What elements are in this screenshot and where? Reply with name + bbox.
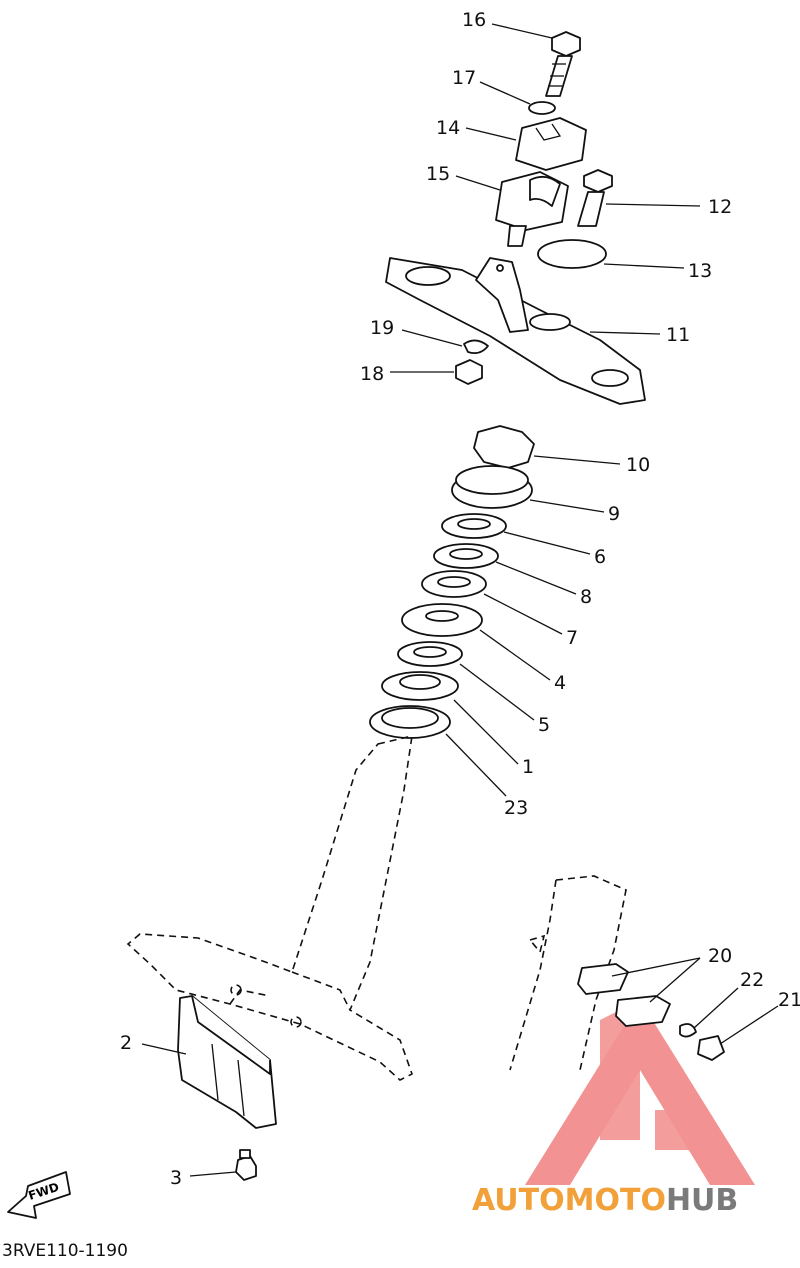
- callout-18: 18: [360, 363, 384, 385]
- callout-9: 9: [608, 503, 620, 525]
- callout-12: 12: [708, 196, 732, 218]
- part-8-ball-bearing: [433, 543, 499, 569]
- callout-7: 7: [566, 627, 578, 649]
- callout-21: 21: [778, 989, 800, 1011]
- part-10-ring-nut: [473, 425, 535, 469]
- part-22-washer: [679, 1023, 697, 1038]
- part-1-bearing-race: [381, 671, 459, 701]
- part-6-bearing-race: [441, 513, 507, 539]
- logo-triangle: [525, 1000, 755, 1185]
- leader-lines: [141, 23, 779, 1177]
- part-18-nut: [455, 359, 483, 385]
- part-14-slot: [535, 123, 562, 141]
- callout-15: 15: [426, 163, 450, 185]
- callout-16: 16: [462, 9, 486, 31]
- callout-22: 22: [740, 969, 764, 991]
- steering-stem-outline: [126, 734, 413, 1081]
- watermark-brand: AUTOMOTOHUB: [472, 1183, 738, 1218]
- fwd-arrow-icon: FWD: [7, 1171, 71, 1219]
- part-12-bolt: [577, 169, 613, 227]
- front-fork-outline: [509, 875, 627, 1071]
- part-23-seal: [369, 705, 451, 739]
- part-3-bolt: [235, 1149, 257, 1181]
- watermark-brand-part2: HUB: [666, 1183, 738, 1218]
- callout-17: 17: [452, 67, 476, 89]
- callout-2: 2: [120, 1032, 132, 1054]
- part-20-brackets: [577, 963, 671, 1027]
- callout-23: 23: [504, 797, 528, 819]
- callout-13: 13: [688, 260, 712, 282]
- part-11-handle-crown: [385, 257, 646, 405]
- callout-1: 1: [522, 756, 534, 778]
- part-7-bearing-race: [421, 570, 487, 598]
- callout-3: 3: [170, 1167, 182, 1189]
- part-14-handlebar-holder-upper: [515, 117, 587, 171]
- callout-20: 20: [708, 945, 732, 967]
- part-17-washer: [528, 101, 556, 115]
- callout-19: 19: [370, 317, 394, 339]
- callout-14: 14: [436, 117, 460, 139]
- callout-5: 5: [538, 714, 550, 736]
- part-19-lock-washer: [463, 339, 489, 355]
- part-5-ball-bearing: [397, 641, 463, 667]
- part-21-screw: [697, 1035, 725, 1061]
- callout-8: 8: [580, 586, 592, 608]
- callout-10: 10: [626, 454, 650, 476]
- part-16-bolt: [545, 31, 581, 97]
- callout-4: 4: [554, 672, 566, 694]
- part-15-stud: [507, 225, 527, 247]
- part-15-saddle: [529, 175, 561, 207]
- callout-6: 6: [594, 546, 606, 568]
- part-9-cap: [451, 465, 533, 509]
- callout-11: 11: [666, 324, 690, 346]
- part-2-cable-guide: [177, 995, 277, 1129]
- reference-code: 3RVE110-1190: [2, 1241, 128, 1261]
- part-13-washer: [537, 239, 607, 269]
- part-4-dust-seal: [401, 603, 483, 637]
- watermark-brand-part1: AUTOMOTO: [472, 1183, 666, 1218]
- logo-inner-g: [600, 1000, 690, 1150]
- automotohub-logo: [525, 1000, 755, 1185]
